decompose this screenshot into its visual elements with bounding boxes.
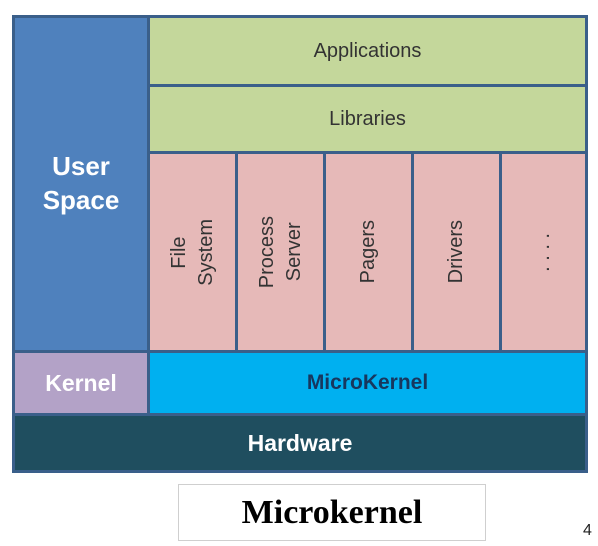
- microkernel-label: MicroKernel: [306, 371, 429, 394]
- server-label: Process Server: [255, 215, 305, 289]
- applications-label: Applications: [313, 39, 422, 62]
- microkernel-diagram: User Space Applications Libraries File S…: [12, 15, 588, 473]
- server-label: File System: [167, 218, 217, 286]
- server-more: . . . .: [502, 154, 585, 350]
- server-label: Pagers: [357, 220, 379, 284]
- server-file-system: File System: [150, 154, 235, 350]
- hardware-label: Hardware: [247, 429, 353, 456]
- user-space-block: User Space: [15, 18, 147, 350]
- libraries-label: Libraries: [329, 107, 406, 130]
- hardware-layer: Hardware: [15, 416, 585, 470]
- server-drivers: Drivers: [414, 154, 499, 350]
- caption-box: Microkernel: [178, 484, 486, 541]
- server-label: . . . .: [532, 232, 554, 272]
- microkernel-layer: MicroKernel: [150, 353, 585, 413]
- server-process-server: Process Server: [238, 154, 323, 350]
- page-number: 4: [583, 522, 592, 539]
- server-label: Drivers: [445, 220, 467, 284]
- user-space-label: User Space: [42, 151, 120, 215]
- kernel-block: Kernel: [15, 353, 147, 413]
- applications-layer: Applications: [150, 18, 585, 84]
- server-pagers: Pagers: [326, 154, 411, 350]
- libraries-layer: Libraries: [150, 87, 585, 151]
- caption-title: Microkernel: [241, 493, 423, 531]
- kernel-label: Kernel: [45, 369, 117, 396]
